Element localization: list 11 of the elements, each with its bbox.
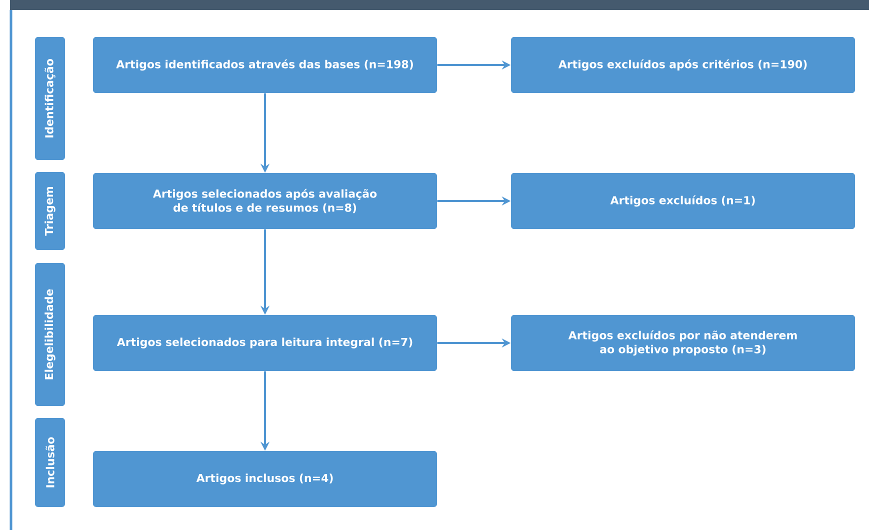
process-box: Artigos selecionados para leitura integral (n=7) bbox=[93, 315, 437, 371]
process-box: Artigos identificados através das bases (n=198) bbox=[93, 37, 437, 93]
stage-label: Inclusão bbox=[35, 418, 65, 507]
process-box: Artigos excluídos após critérios (n=190) bbox=[511, 37, 855, 93]
process-box: Artigos selecionados após avaliação de títulos e de resumos (n=8) bbox=[93, 173, 437, 229]
process-box: Artigos inclusos (n=4) bbox=[93, 451, 437, 507]
stage-label: Triagem bbox=[35, 172, 65, 250]
process-box: Artigos excluídos por não atenderem ao objetivo proposto (n=3) bbox=[511, 315, 855, 371]
stage-label: Identificação bbox=[35, 37, 65, 160]
stage-label: Elegelibilidade bbox=[35, 263, 65, 406]
process-box: Artigos excluídos (n=1) bbox=[511, 173, 855, 229]
